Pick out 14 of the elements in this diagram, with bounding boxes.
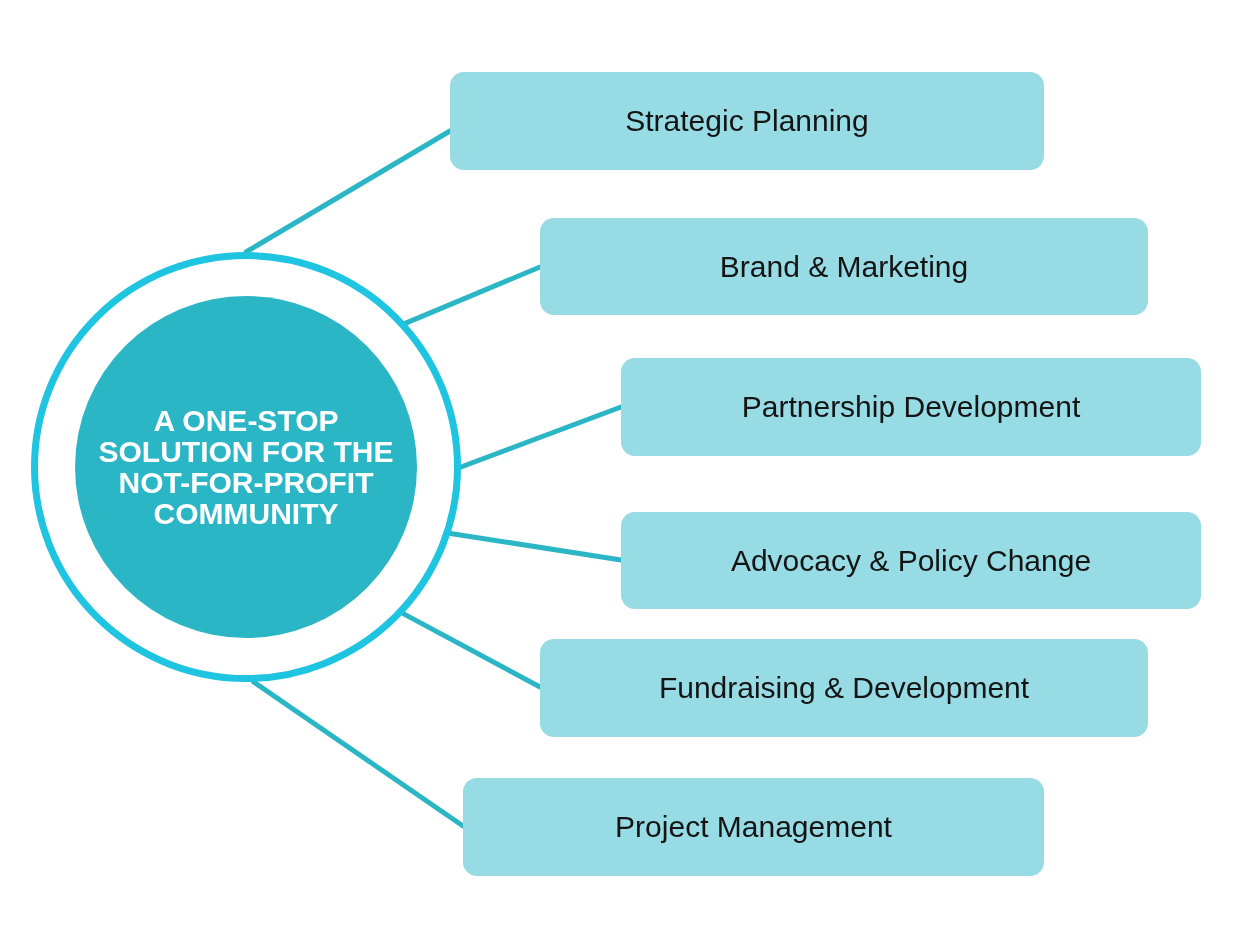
service-box: [621, 512, 1201, 609]
service-label: Fundraising & Development: [658, 670, 1030, 706]
service-label: Partnership Development: [741, 389, 1081, 425]
center-title: A ONE-STOP SOLUTION FOR THE NOT-FOR-PROFIT COMMUNITY: [97, 405, 395, 529]
service-box: [621, 358, 1201, 456]
service-label: Advocacy & Policy Change: [730, 542, 1092, 579]
service-box: [540, 639, 1148, 737]
service-box: [450, 72, 1044, 170]
service-label: Strategic Planning: [625, 103, 869, 139]
service-label: Project Management: [615, 809, 892, 845]
service-box: [463, 778, 1044, 876]
service-label: Brand & Marketing: [719, 248, 969, 285]
service-box: [540, 218, 1148, 315]
outer-ring: [31, 252, 461, 682]
